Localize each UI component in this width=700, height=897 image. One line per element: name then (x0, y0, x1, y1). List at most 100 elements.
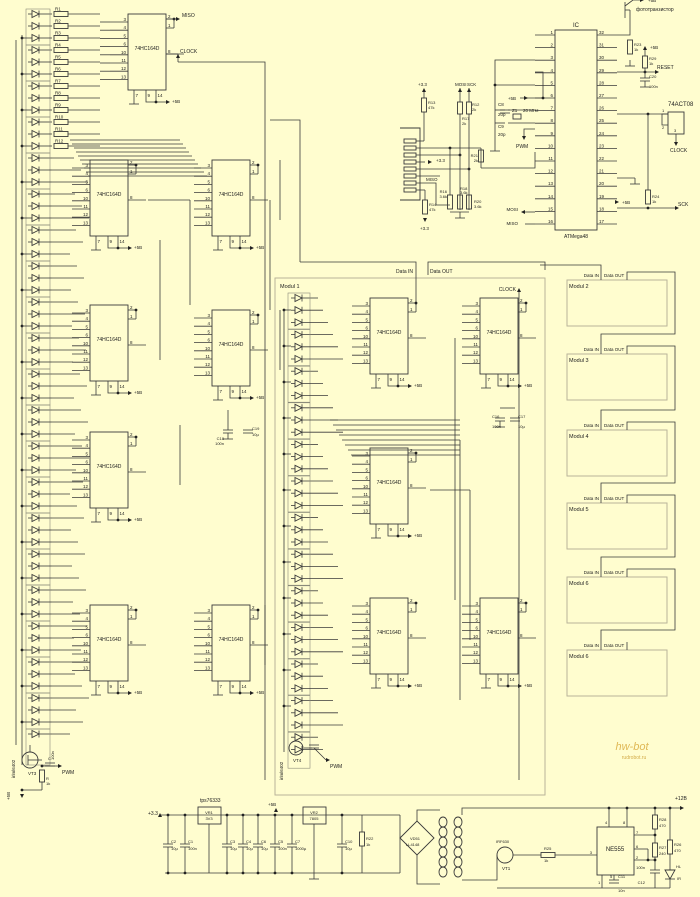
pin-number: 1 (410, 307, 413, 312)
pin-number: 7 (488, 677, 491, 682)
c9-value: 20p (498, 132, 506, 137)
chip-label: 74HC164D (219, 637, 244, 643)
pin-number: 10 (205, 641, 211, 646)
led-diode-icon (31, 729, 41, 739)
pin-number: 3 (85, 163, 88, 168)
arrow-icon (250, 691, 254, 695)
pin-number: 14 (510, 677, 516, 682)
pin-number: 6 (85, 333, 88, 338)
led-group-frame (287, 622, 311, 659)
watermark-logo: hw-bot (615, 741, 649, 753)
led-diode-icon (294, 391, 304, 400)
c4-value: 10µ (246, 846, 253, 851)
pin-number: 4 (85, 616, 88, 621)
c18-label: C18 (217, 436, 225, 441)
v12-label: +12В (675, 796, 687, 802)
arrow-icon (674, 142, 678, 146)
led-diode-icon (294, 330, 304, 339)
resistor-icon (478, 149, 484, 163)
pin-number: 9 (500, 677, 503, 682)
chip-label: 74HC164D (487, 330, 512, 336)
r22-value: 1k (366, 842, 370, 847)
c20-label: C20 (649, 74, 657, 79)
junction-dot (506, 384, 510, 388)
junction-dot (154, 100, 158, 104)
pin-number: 9 (232, 389, 235, 394)
pin-number: 13 (205, 370, 211, 375)
arrow-icon (58, 764, 62, 768)
vcc-label: +5В (6, 792, 11, 800)
resistor-label: R2 (55, 19, 61, 24)
pin-number: 9 (110, 239, 113, 244)
modul-title: Modul 6 (569, 581, 589, 587)
r13-label: R13 (428, 100, 436, 105)
pin-number: 12 (83, 657, 89, 662)
junction-dot (524, 301, 528, 305)
resistor-label: R11 (55, 127, 63, 132)
pin-number: 9 (110, 684, 113, 689)
pin-number: 7 (98, 511, 101, 516)
c8-value: 20p (498, 112, 506, 117)
led-diode-icon (31, 597, 41, 607)
c6-value: 10µ (261, 846, 268, 851)
led-group-frame (287, 585, 311, 623)
ir-label: IR (677, 876, 681, 881)
wire (427, 261, 546, 275)
led-diode-icon (31, 285, 41, 295)
junction-dot (225, 813, 229, 817)
arrow-icon (326, 758, 330, 762)
led-diode-icon (31, 33, 41, 43)
arrow-icon (128, 246, 132, 250)
arrow-icon (524, 96, 528, 100)
shift-register-chip-4 (89, 604, 129, 682)
pin-number: 15 (548, 206, 554, 211)
vcc-label: +5В (134, 245, 142, 250)
pin-number: 8 (410, 483, 413, 488)
junction-dot (241, 871, 245, 875)
v33-label: +3.3 (418, 82, 427, 87)
pin-number: 8 (252, 345, 255, 350)
led-group-frame (287, 475, 311, 513)
pin-number: 14 (242, 239, 248, 244)
transformer-primary-coil (438, 856, 448, 868)
modul-1-shift-register-5 (479, 597, 519, 675)
pin-number: 14 (120, 511, 126, 516)
led-diode-icon (31, 309, 41, 319)
junction-dot (134, 435, 138, 439)
pin-number: 3 (85, 308, 88, 313)
pin-number: 6 (475, 626, 478, 631)
wire (270, 119, 301, 262)
vcc-label: +5В (172, 99, 180, 104)
modul-title: Modul 3 (569, 358, 589, 364)
pin-number: 4 (475, 309, 478, 314)
resistor-icon (53, 119, 69, 125)
junction-dot (668, 806, 672, 810)
led-diode-icon (294, 354, 304, 364)
resistor-label: R8 (55, 91, 61, 96)
arrow-icon (675, 206, 679, 210)
pin-number: 12 (363, 350, 369, 355)
junction-dot (653, 806, 657, 810)
pin-number: 1 (168, 23, 171, 28)
wire (523, 128, 535, 136)
r20-label: R20 (474, 199, 482, 204)
pin-number: 5 (365, 467, 368, 472)
pin-number: 9 (232, 239, 235, 244)
junction-dot (414, 601, 418, 605)
vr2-value: 7805 (310, 816, 320, 821)
junction-dot (256, 163, 260, 167)
diode-bridge-icon (399, 820, 435, 856)
led-diode-icon (31, 273, 41, 283)
r26-label: R26 (674, 842, 682, 847)
pin-number: 13 (205, 665, 211, 670)
pin-number: 5 (207, 624, 210, 629)
pin-number: 12 (548, 169, 554, 174)
r13-value: 47k (428, 105, 434, 110)
pin-number: 5 (85, 624, 88, 629)
led-diode-icon (31, 237, 41, 247)
pin-number: 1 (598, 880, 601, 885)
led-diode-icon (31, 585, 41, 595)
bridge-value: LL4148 (406, 842, 420, 847)
r18-value: 3.6k (460, 190, 468, 195)
